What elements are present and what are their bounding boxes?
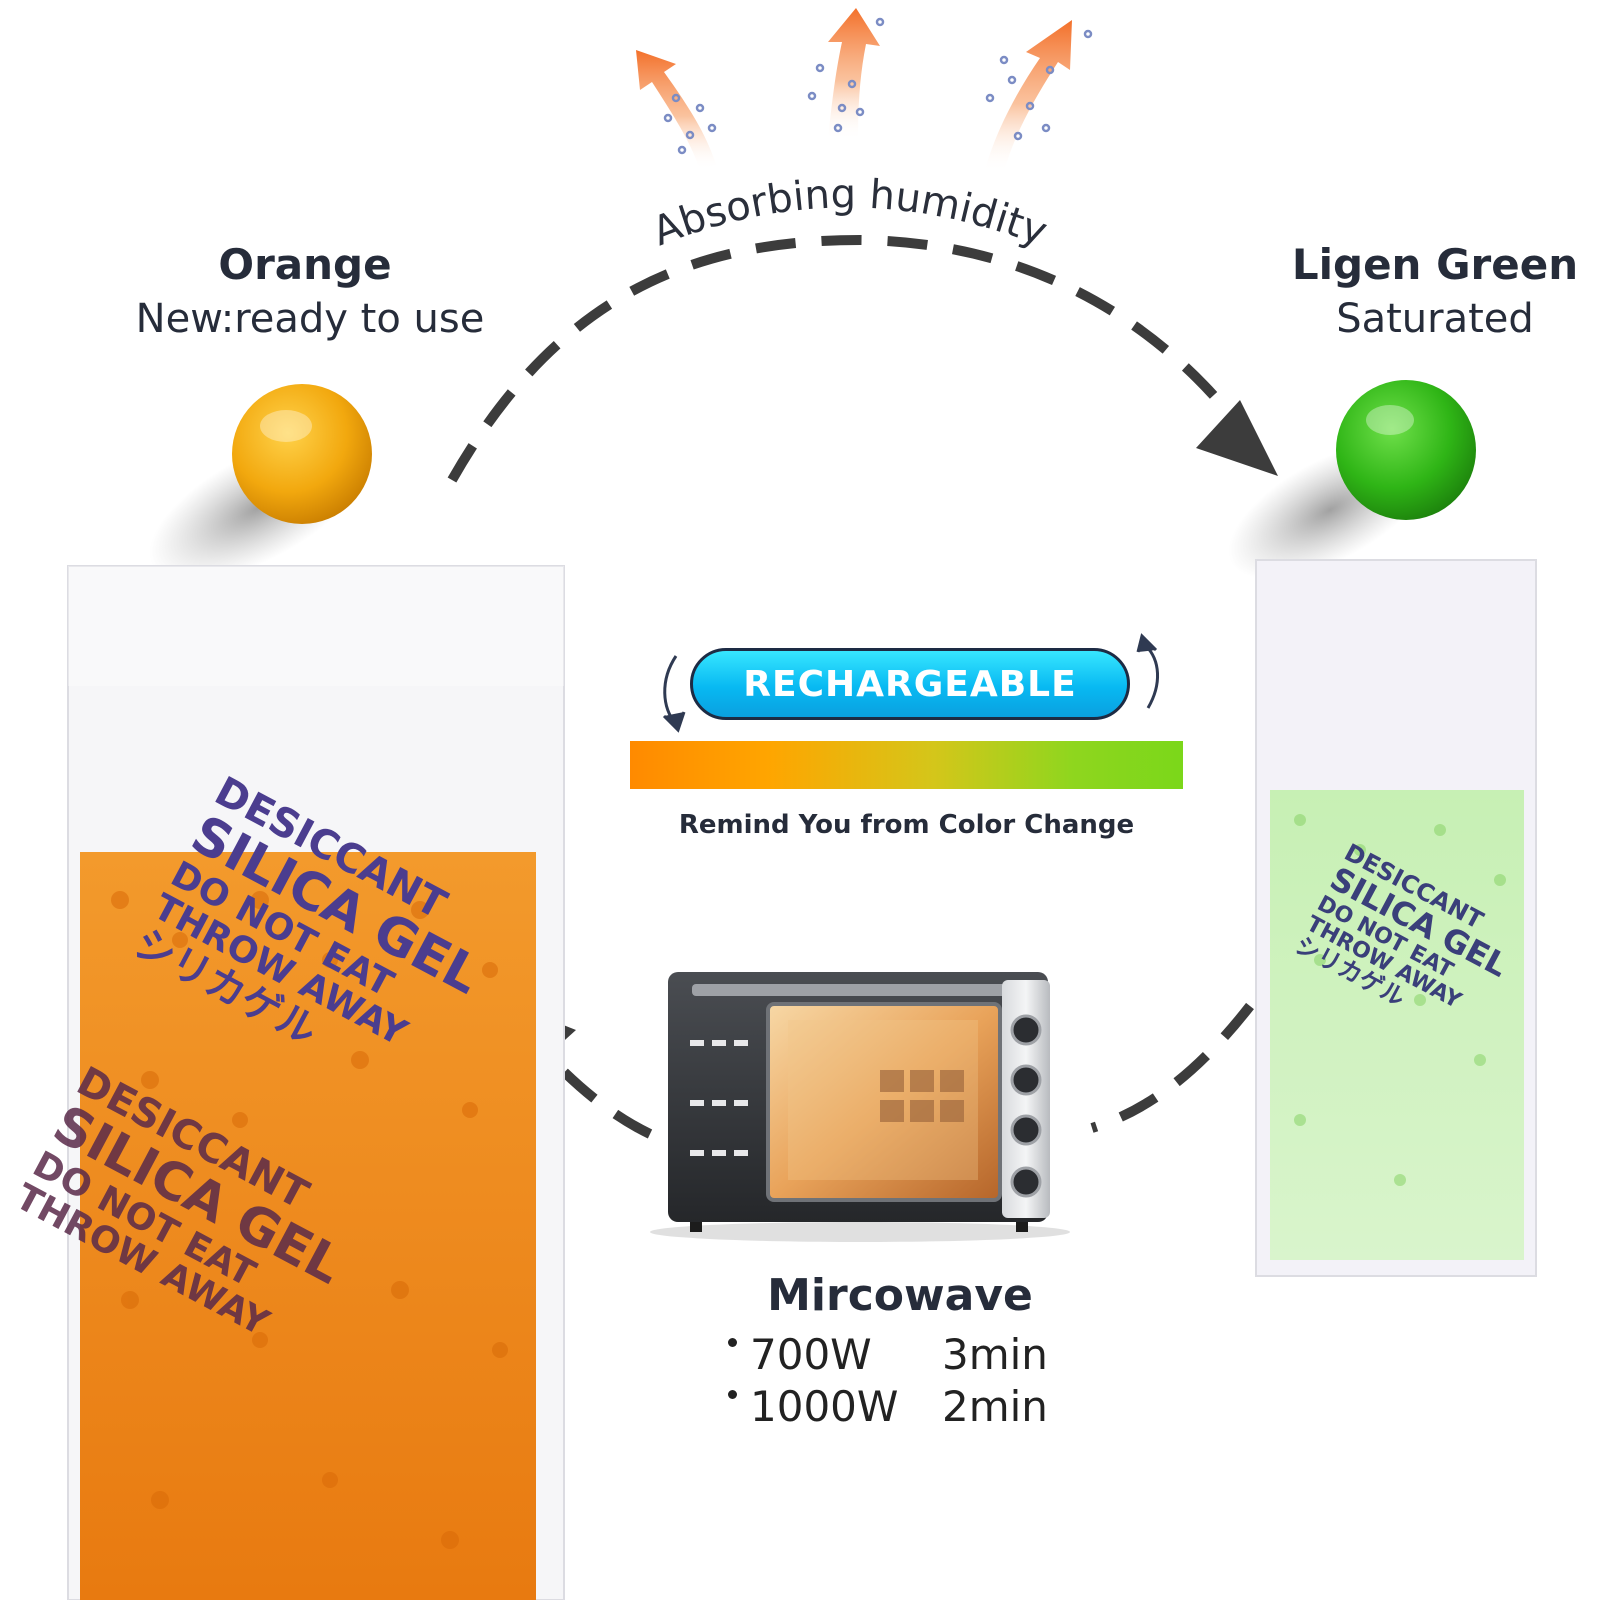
setting-power: 700W <box>750 1330 872 1379</box>
color-change-bar <box>630 741 1183 789</box>
svg-text:Absorbing humidity: Absorbing humidity <box>646 171 1053 255</box>
absorbing-humidity-caption: Absorbing humidity <box>646 171 1053 255</box>
refresh-arrows-icon <box>662 633 1160 733</box>
rechargeable-badge: RECHARGEABLE <box>690 648 1130 720</box>
right-state-subtitle: Saturated <box>1336 296 1534 342</box>
setting-time: 2min <box>942 1382 1048 1431</box>
color-change-caption: Remind You from Color Change <box>678 810 1135 840</box>
setting-power: 1000W <box>750 1382 899 1431</box>
green-bead-icon <box>1228 380 1476 579</box>
left-state-subtitle: New:ready to use <box>135 296 485 342</box>
right-state-title: Ligen Green <box>1291 240 1579 289</box>
setting-time: 3min <box>942 1330 1048 1379</box>
microwave-oven-icon <box>650 972 1070 1242</box>
orange-packet <box>67 565 565 1600</box>
microwave-setting-row: 1000W 2min <box>728 1382 1068 1432</box>
top-caption-text: Absorbing humidity <box>646 171 1053 255</box>
left-state-title: Orange <box>218 240 392 289</box>
microwave-title: Mircowave <box>767 1270 1033 1321</box>
microwave-setting-row: 700W 3min <box>728 1330 1068 1380</box>
bullet-icon <box>728 1338 737 1347</box>
orange-bead-icon <box>149 384 372 581</box>
bullet-icon <box>728 1390 737 1399</box>
green-packet <box>1255 559 1537 1277</box>
rising-arrow-icon <box>636 8 1072 172</box>
moisture-bubbles <box>663 17 1093 155</box>
